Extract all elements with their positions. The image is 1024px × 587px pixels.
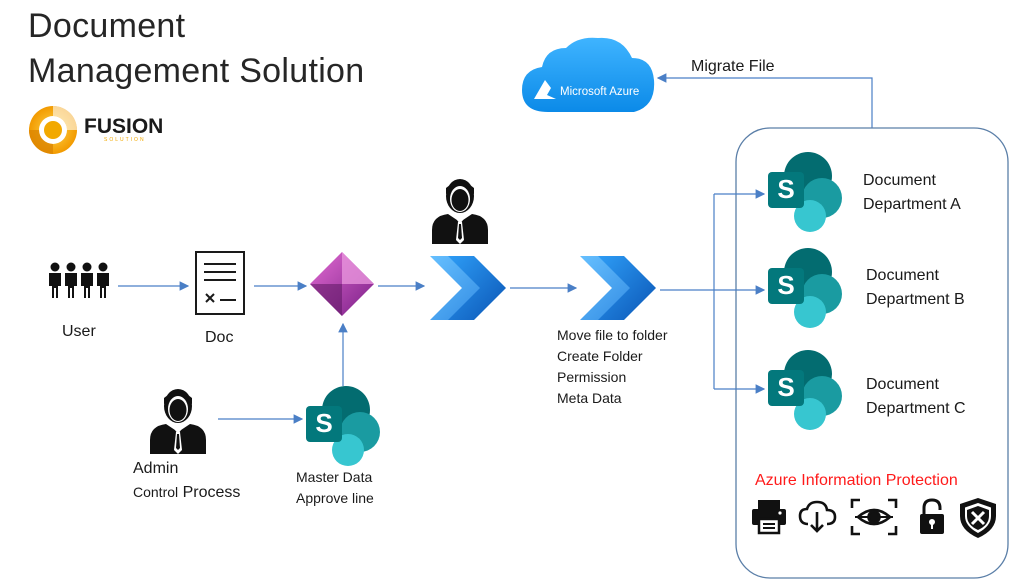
logo-name: FUSION (84, 115, 163, 138)
department-c-line-1: Document (866, 376, 939, 393)
power-apps-icon (310, 252, 374, 316)
logo-sub: SOLUTION (104, 137, 146, 143)
flow-step: Meta Data (557, 390, 622, 406)
power-automate-icon (430, 256, 506, 320)
department-a-line-2: Department A (863, 196, 961, 213)
aip-label: Azure Information Protection (755, 472, 958, 489)
migrate-file-label: Migrate File (691, 58, 775, 75)
departments-container (735, 127, 1009, 579)
department-a-label: Document Department A (863, 169, 961, 217)
sharepoint-master-icon (306, 386, 380, 466)
eye-scan-icon (850, 498, 898, 536)
user-group-icon (49, 262, 109, 298)
power-automate-icon (580, 256, 656, 320)
approver-person-icon (432, 179, 488, 244)
department-c-line-2: Department C (866, 400, 966, 417)
page-title: Document Management Solution (28, 4, 364, 94)
control-process-label: Control Process (133, 482, 240, 504)
department-b-line-2: Department B (866, 291, 965, 308)
azure-cloud-icon (522, 37, 655, 112)
user-label: User (62, 323, 96, 340)
doc-label: Doc (205, 329, 234, 346)
azure-label: Microsoft Azure (560, 86, 639, 98)
flow-steps-label: Move file to folder Create Folder Permis… (557, 325, 668, 409)
department-b-label: Document Department B (866, 264, 965, 312)
cloud-download-icon (798, 500, 837, 533)
printer-icon (752, 500, 786, 535)
document-icon (195, 251, 245, 315)
flow-step: Move file to folder (557, 327, 668, 343)
fusion-logo (29, 106, 77, 154)
shield-x-icon (960, 498, 996, 538)
department-c-label: Document Department C (866, 373, 966, 421)
master-line-2: Approve line (296, 490, 374, 506)
padlock-icon (920, 498, 944, 534)
title-line-2: Management Solution (28, 52, 365, 90)
flow-step: Create Folder (557, 348, 643, 364)
flow-arrows (118, 189, 766, 424)
title-line-1: Document (28, 7, 186, 45)
department-b-line-1: Document (866, 267, 939, 284)
admin-person-icon (150, 389, 206, 454)
department-a-line-1: Document (863, 172, 936, 189)
migrate-file-arrow (656, 73, 873, 128)
admin-label: Admin (133, 460, 179, 477)
master-line-1: Master Data (296, 469, 373, 485)
master-data-label: Master Data Approve line (296, 467, 374, 509)
flow-step: Permission (557, 369, 627, 385)
process-text: Process (182, 484, 241, 501)
control-text: Control (133, 484, 179, 500)
